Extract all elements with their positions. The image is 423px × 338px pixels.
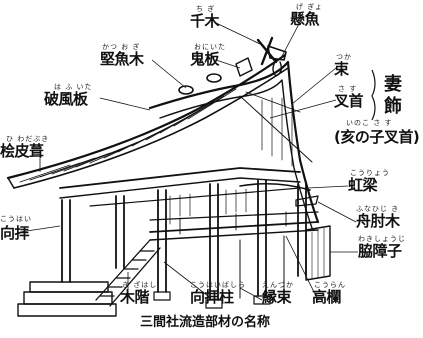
- hiwadabuki-ruby: ひ わだぶき: [6, 135, 50, 143]
- hafuita-ruby: は ふ いた: [54, 83, 93, 91]
- wall-hatching: [169, 188, 247, 225]
- koryo-label: 虹梁: [348, 176, 378, 194]
- hafuita-label: 破風板: [44, 90, 88, 108]
- inokosasu-ruby: いのこ さ す: [346, 119, 393, 127]
- koran-label: 高欄: [312, 288, 342, 306]
- kizahashi-stairs: [95, 239, 161, 307]
- wakishoji-ruby: わきしょうじ: [358, 235, 406, 243]
- kohaibashira-ruby: こうはいばしら: [190, 281, 246, 289]
- katsuogi-label: 堅魚木: [100, 50, 144, 68]
- kenagyo-ornament: [272, 59, 283, 77]
- kohai-label: 向拝: [0, 224, 30, 242]
- kenagyo-label: 懸魚: [290, 10, 320, 28]
- hafu-board: [148, 60, 320, 224]
- kizahashi-label: 木階: [120, 288, 150, 306]
- chigi-label: 千木: [190, 12, 220, 30]
- engezuka-ruby: えんづか: [262, 281, 294, 289]
- inokosasu-label: (亥の子叉首): [334, 128, 420, 146]
- engezuka-label: 縁束: [262, 288, 292, 306]
- wakishoji-label: 脇障子: [358, 242, 402, 260]
- sasu-label: 叉首: [334, 92, 364, 110]
- roof-outline: [6, 53, 287, 180]
- koryo-beam: [239, 182, 311, 191]
- tsumakazari-bracket: [371, 69, 376, 121]
- kohai-ruby: こうはい: [0, 215, 32, 223]
- koran-railing: [149, 211, 319, 221]
- funahijiki-bracket: [295, 195, 319, 207]
- sasu-ruby: さ す: [338, 85, 358, 93]
- diagram-caption: 三間社流造部材の名称: [140, 315, 271, 330]
- kohaibashira-label: 向拝柱: [190, 288, 234, 306]
- chigi-ruby: ち ぎ: [196, 5, 216, 13]
- onita-ruby: おにいた: [194, 43, 226, 51]
- katsuogi-logs: [178, 73, 222, 95]
- koran-ruby: こうらん: [314, 281, 346, 289]
- koryo-ruby: こうりょう: [350, 169, 390, 177]
- stone-steps: [17, 281, 117, 317]
- veranda-floor: [149, 221, 319, 233]
- chigi-beams: [256, 36, 278, 66]
- main-beam: [59, 167, 301, 189]
- katsuogi-ruby: かつ お ぎ: [102, 43, 141, 51]
- hiwadabuki-label: 桧皮葺: [0, 142, 44, 160]
- kizahashi-ruby: き ざはし: [122, 281, 158, 289]
- onita-board: [235, 57, 253, 77]
- funahijiki-label: 舟肘木: [356, 212, 400, 230]
- tsuka-ruby: つか: [336, 53, 352, 61]
- roof-hatching: [19, 88, 237, 183]
- wakishoji-screen: [305, 225, 331, 281]
- leader-lines: [19, 21, 358, 301]
- tsuka-label: 束: [334, 60, 349, 78]
- onita-label: 鬼板: [190, 50, 220, 68]
- kenagyo-ruby: げ ぎょ: [296, 3, 323, 11]
- funahijiki-ruby: ふなひじ き: [356, 205, 400, 213]
- tsumakazari-label: 妻飾: [384, 74, 402, 117]
